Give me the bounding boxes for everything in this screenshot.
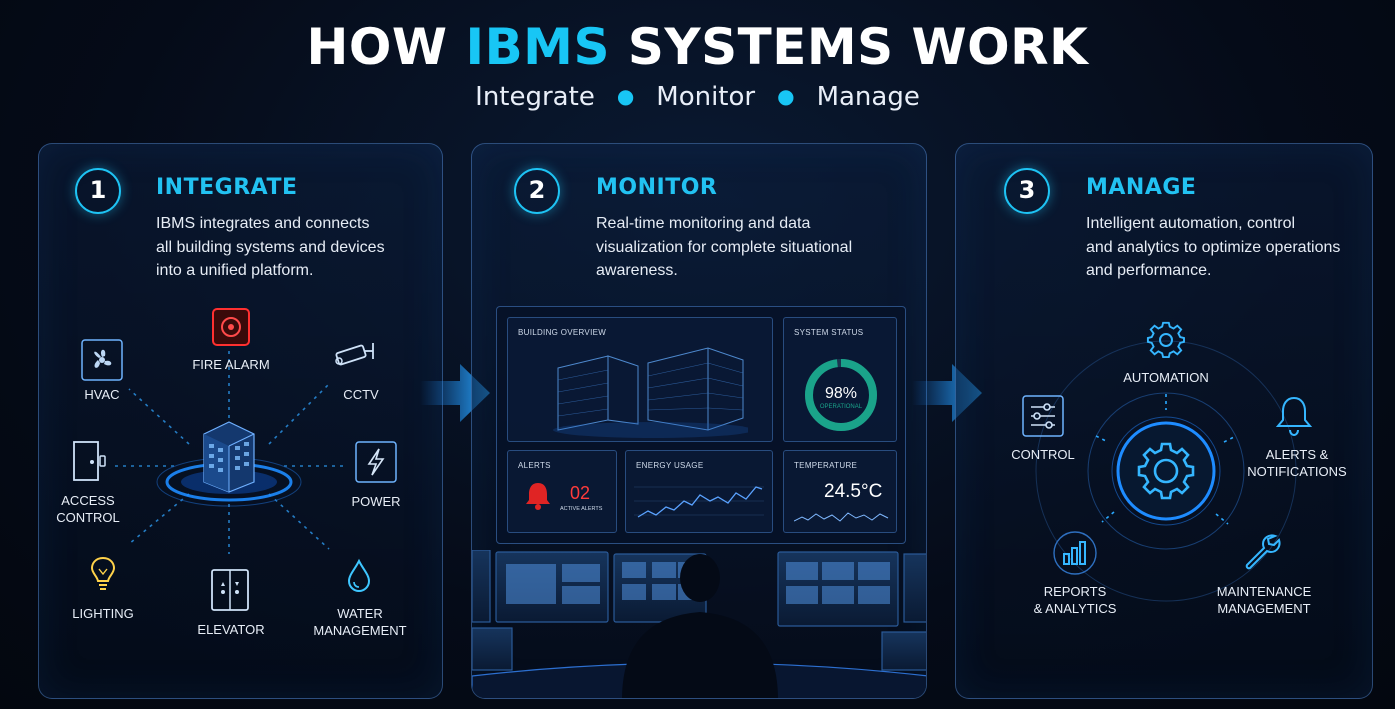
alerts-count: 02 [570,483,591,503]
subtitle-monitor: Monitor [656,82,756,112]
monitoring-dashboard: BUILDING OVERVIEW SYSTEM STATUS [496,306,906,544]
card-title: ENERGY USAGE [636,461,704,470]
reports-analytics-label: REPORTS & ANALYTICS [1033,584,1117,616]
automation-label: AUTOMATION [1123,370,1209,385]
connection-lines [114,342,344,554]
fan-icon [81,339,123,381]
building-icon [203,421,255,493]
card-title: ALERTS [518,461,551,470]
integrate-panel: 1 INTEGRATE IBMS integrates and connects… [38,143,443,699]
step-title: INTEGRATE [156,175,298,200]
page-title: HOW IBMS SYSTEMS WORK [306,18,1089,76]
temperature-card: TEMPERATURE 24.5°C [783,450,897,533]
fire-alarm-label: FIRE ALARM [192,357,270,372]
automation-gear-icon [1146,321,1185,359]
step-title: MANAGE [1086,175,1197,200]
control-sliders-icon [1022,395,1064,437]
door-icon [73,441,106,481]
water-drop-icon [347,558,371,593]
manage-panel: 3 MANAGE Intelligent automation, control… [955,143,1373,699]
bullet-dot: ● [616,84,635,108]
elevator-icon [211,569,249,611]
alerts-card: ALERTS 02 ACTIVE ALERTS [507,450,617,533]
step-description: IBMS integrates and connects all buildin… [156,215,385,279]
energy-usage-card: ENERGY USAGE [625,450,773,533]
subtitle-manage: Manage [816,82,920,112]
access-control-label: ACCESS CONTROL [56,493,120,525]
bar-chart-icon [1053,531,1097,575]
energy-line-chart [634,486,764,518]
bell-icon [1275,396,1313,437]
power-bolt-icon [355,441,397,483]
gear-icon [1137,442,1195,500]
alarm-bell-icon [526,483,550,510]
card-title: TEMPERATURE [794,461,858,470]
building-overview-card: BUILDING OVERVIEW [507,317,773,442]
step-number: 1 [75,168,121,214]
alerts-label: ACTIVE ALERTS [560,506,603,512]
hvac-label: HVAC [84,387,120,402]
card-title: BUILDING OVERVIEW [518,328,607,337]
system-status-card: SYSTEM STATUS 98% OPERATIONAL [783,317,897,442]
bullet-dot: ● [777,84,795,108]
step-title: MONITOR [596,175,718,200]
maintenance-management-label: MAINTENANCE MANAGEMENT [1216,584,1312,616]
power-label: POWER [351,494,401,509]
temperature-sparkline [794,512,889,522]
control-label: CONTROL [1011,447,1075,462]
step-description: Intelligent automation, control and anal… [1086,215,1341,279]
building-wireframe-image [553,347,748,438]
lightbulb-icon [90,556,116,590]
control-room-image [472,550,926,698]
fire-alarm-icon [212,308,250,346]
status-value: 98% [824,385,858,402]
step-number: 3 [1004,168,1050,214]
subtitle-integrate: Integrate [475,82,595,112]
water-management-label: WATER MANAGEMENT [313,606,407,638]
alerts-notifications-label: ALERTS & NOTIFICATIONS [1247,447,1347,479]
status-ring-gauge [805,359,877,431]
page-subtitle: Integrate ● Monitor ● Manage [0,82,1395,112]
management-hub-diagram [1035,340,1297,602]
step-description: Real-time monitoring and data visualizat… [596,215,853,279]
wrench-icon [1245,534,1281,570]
monitor-panel: 2 MONITOR Real-time monitoring and data … [471,143,927,699]
temperature-value: 24.5°C [824,481,883,502]
lighting-label: LIGHTING [72,606,134,621]
elevator-label: ELEVATOR [197,622,265,637]
card-title: SYSTEM STATUS [794,328,864,337]
step-number: 2 [514,168,560,214]
cctv-camera-icon [335,343,374,366]
cctv-label: CCTV [343,387,379,402]
status-label: OPERATIONAL [819,404,863,410]
